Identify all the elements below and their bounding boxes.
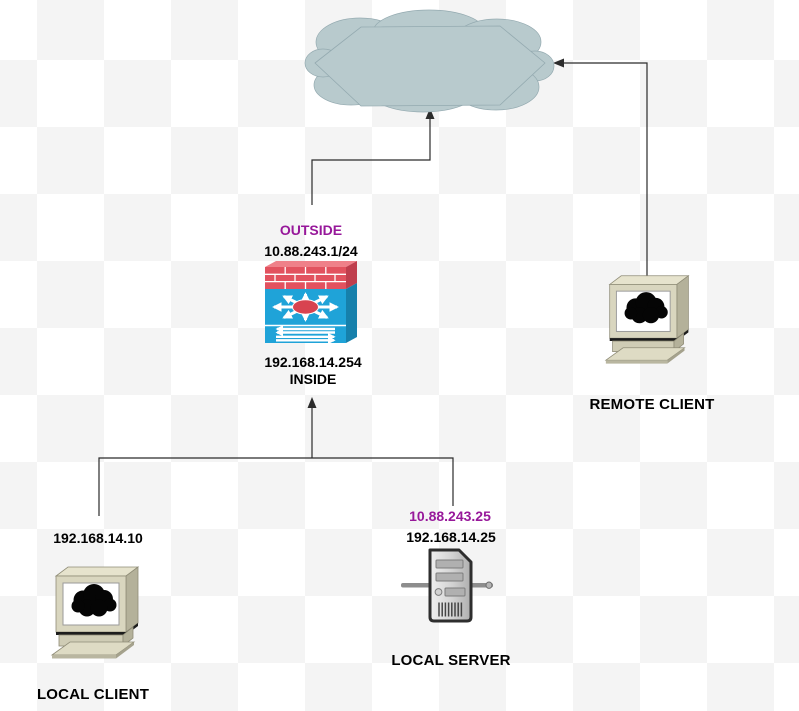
internet-cloud-icon <box>304 9 555 113</box>
firewall-body <box>265 283 357 345</box>
remote-client-computer-icon <box>600 271 700 366</box>
firewall-outside-ip-label: 10.88.243.1/24 <box>264 243 358 259</box>
firewall-inside-zone-label: INSIDE <box>289 371 337 387</box>
firewall-outside-zone-label: OUTSIDE <box>279 222 343 238</box>
local-server-inside-ip-label: 192.168.14.25 <box>406 529 496 545</box>
local-client-computer-icon <box>46 562 150 661</box>
arrow-into-internet-right <box>553 58 564 68</box>
link-firewall-to-internet <box>311 117 431 205</box>
link-lan-bus <box>98 457 454 516</box>
local-client-label: LOCAL CLIENT <box>36 686 150 703</box>
server-drive-bays <box>435 559 466 597</box>
firewall-inside-ip-label: 192.168.14.254 <box>264 354 362 370</box>
local-client-ip-label: 192.168.14.10 <box>53 530 143 546</box>
server-power-button <box>434 588 443 596</box>
local-server-outside-ip-label: 10.88.243.25 <box>409 508 491 524</box>
firewall-brick-wall <box>265 261 357 289</box>
server-vents <box>438 602 463 617</box>
link-remote-client-to-internet <box>562 62 648 276</box>
arrow-into-internet-top <box>425 108 435 119</box>
remote-client-label: REMOTE CLIENT <box>589 396 715 413</box>
arrow-into-firewall <box>307 397 317 408</box>
asa-firewall-icon <box>265 261 357 345</box>
local-server-icon <box>401 548 493 623</box>
throughput-arrows <box>275 325 336 345</box>
local-server-label: LOCAL SERVER <box>391 652 511 669</box>
